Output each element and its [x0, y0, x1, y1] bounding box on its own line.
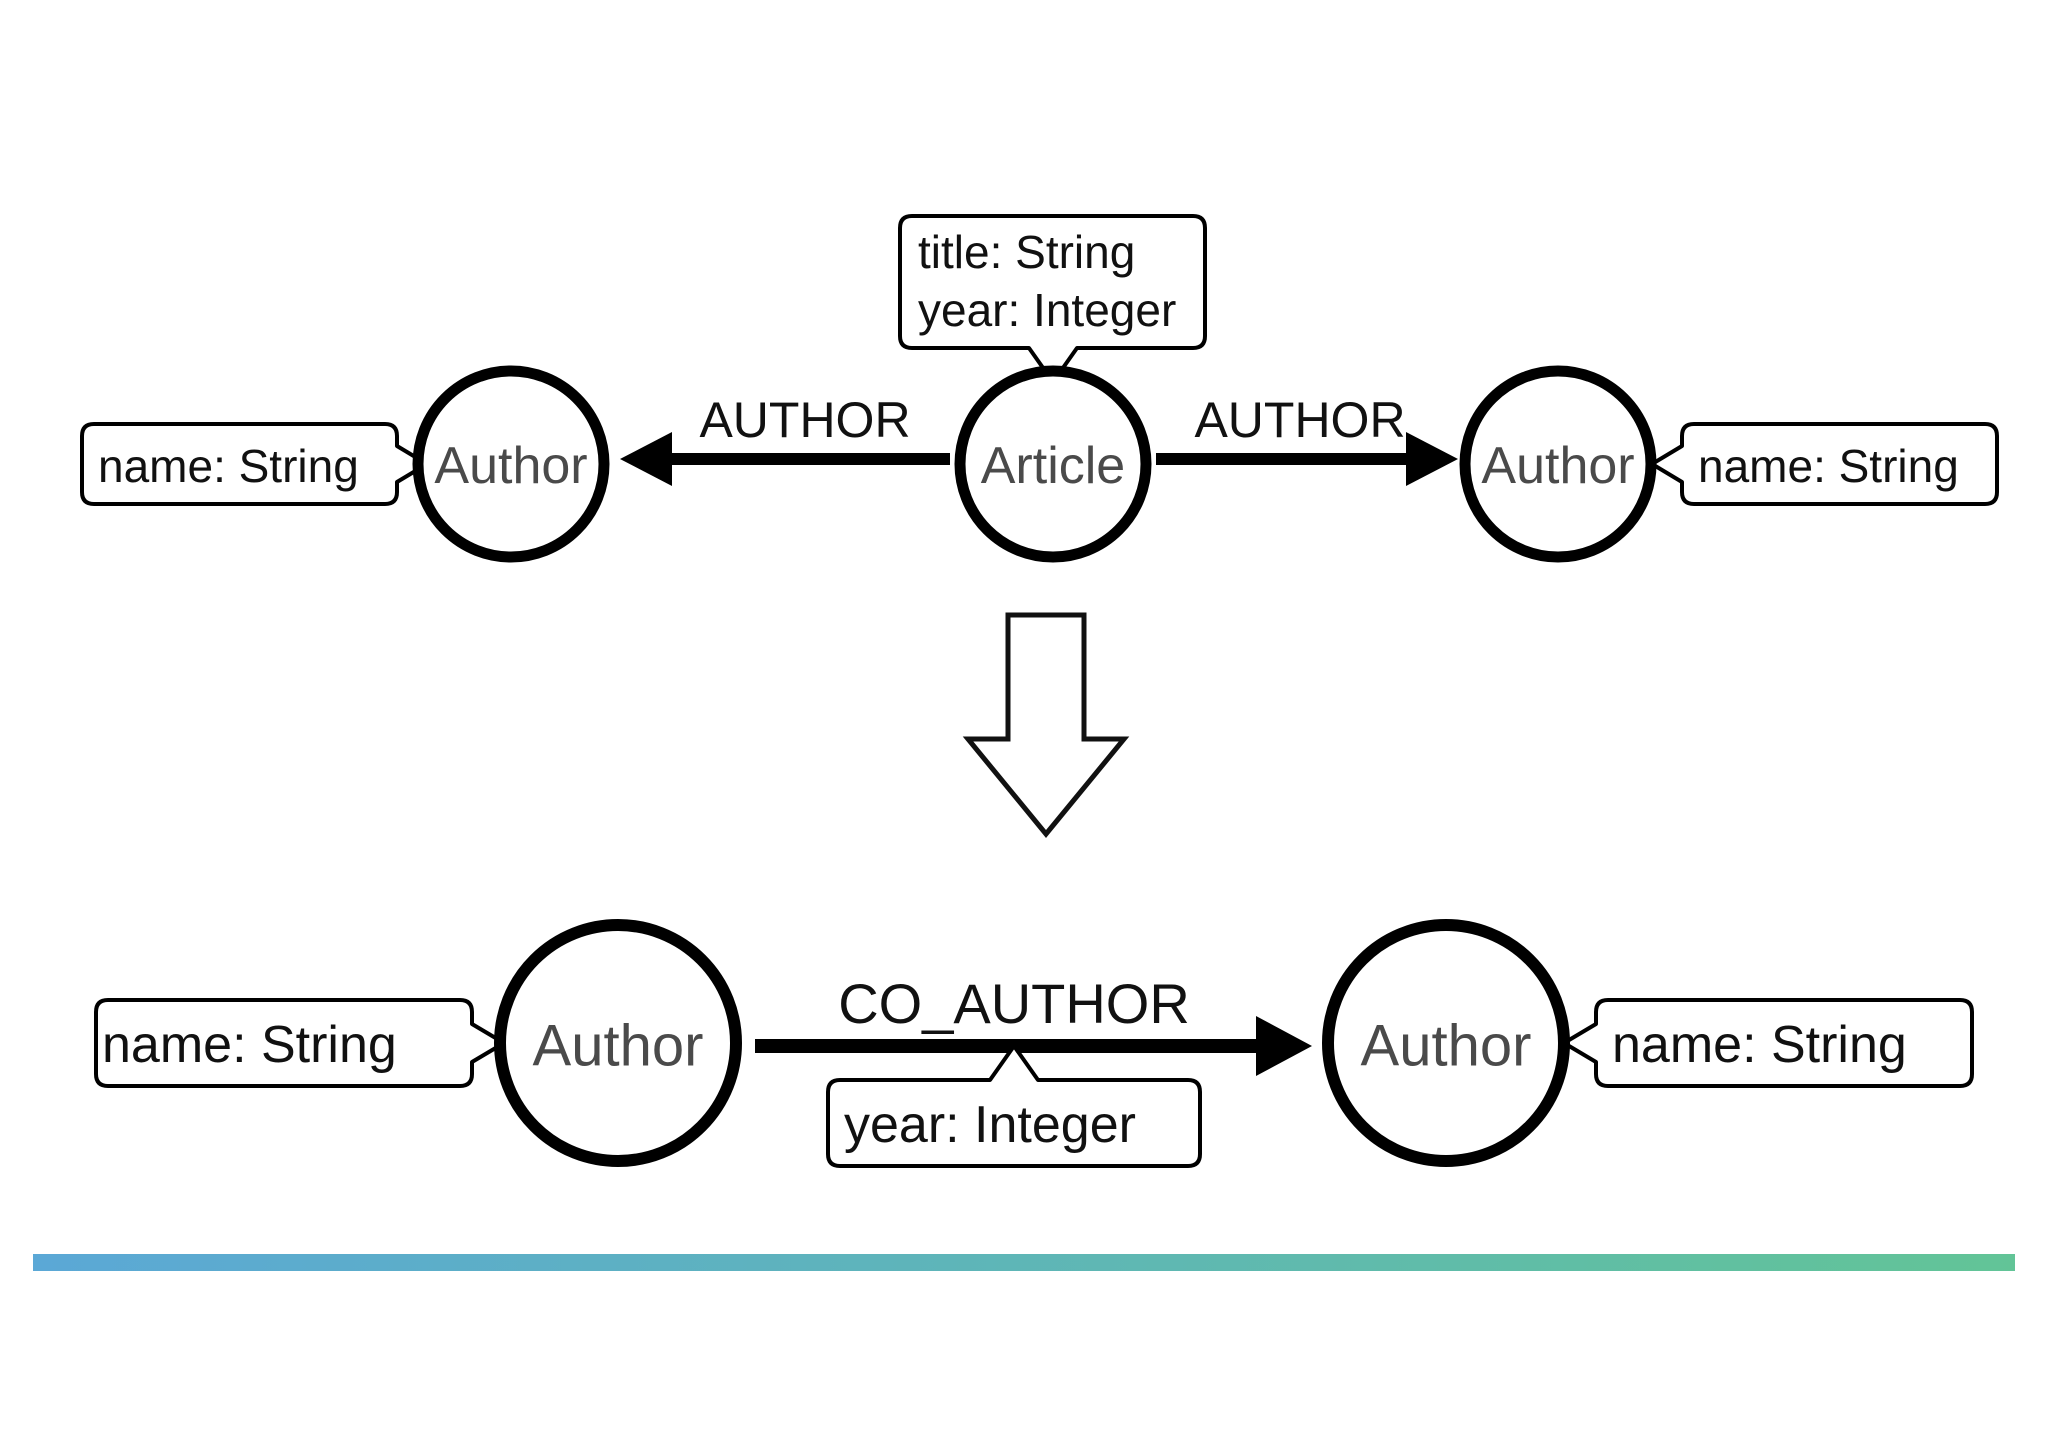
node-bottom-author-right-circle[interactable]: [1322, 919, 1570, 1167]
node-bottom-author-left[interactable]: Author: [494, 919, 742, 1167]
edge-co-author-label: CO_AUTHOR: [838, 972, 1190, 1035]
property-box-top-author-left-line-1: name: String: [98, 440, 359, 492]
node-bottom-author-left-circle[interactable]: [494, 919, 742, 1167]
property-box-top-author-right: name: String: [1650, 422, 1999, 506]
property-box-article-line-1: title: String: [918, 226, 1135, 278]
edge-author-left-arrowhead: [620, 432, 672, 486]
property-box-co-author-shape: [826, 1044, 1202, 1168]
property-box-bottom-author-left-line-1: name: String: [102, 1016, 397, 1074]
node-top-article-circle[interactable]: [954, 365, 1152, 563]
property-box-top-author-right-shape: [1650, 422, 1999, 506]
footer-accent-bar: [33, 1254, 2015, 1271]
property-box-top-author-left: name: String: [80, 422, 429, 506]
edge-author-right-label: AUTHOR: [1194, 392, 1405, 448]
transform-down-arrow-icon: [962, 612, 1130, 838]
property-box-bottom-author-right-shape: [1562, 998, 1974, 1088]
node-bottom-author-right-label: Author: [1361, 1014, 1532, 1079]
property-box-bottom-author-right-line-1: name: String: [1612, 1016, 1907, 1074]
property-box-co-author-line-1: year: Integer: [844, 1096, 1136, 1154]
node-top-article[interactable]: Article: [954, 365, 1152, 563]
top-model-group: title: String year: Integer AUTHOR AUTHO…: [80, 214, 1999, 563]
property-box-article-line-2: year: Integer: [918, 284, 1176, 336]
property-box-top-author-left-shape: [80, 422, 429, 506]
node-top-author-left-circle[interactable]: [412, 365, 610, 563]
property-box-top-author-right-line-1: name: String: [1698, 440, 1959, 492]
property-box-bottom-author-left: name: String: [94, 998, 506, 1088]
property-box-bottom-author-right: name: String: [1562, 998, 1974, 1088]
bottom-model-group: CO_AUTHOR year: Integer name: String nam…: [94, 919, 1974, 1168]
node-top-author-left[interactable]: Author: [412, 365, 610, 563]
node-bottom-author-left-label: Author: [533, 1014, 704, 1079]
node-top-article-label: Article: [981, 437, 1125, 495]
node-top-author-right-label: Author: [1481, 437, 1634, 495]
node-bottom-author-right[interactable]: Author: [1322, 919, 1570, 1167]
property-box-bottom-author-left-shape: [94, 998, 506, 1088]
node-top-author-left-label: Author: [434, 437, 587, 495]
edge-author-left-group: AUTHOR: [620, 392, 950, 486]
edge-co-author-arrowhead: [1256, 1016, 1312, 1076]
property-box-article-shape: [898, 214, 1207, 384]
node-top-author-right-circle[interactable]: [1459, 365, 1657, 563]
edge-co-author-group: CO_AUTHOR: [755, 972, 1312, 1076]
edge-author-left-label: AUTHOR: [699, 392, 910, 448]
property-box-co-author: year: Integer: [826, 1044, 1202, 1168]
edge-author-right-group: AUTHOR: [1156, 392, 1458, 486]
edge-author-right-arrowhead: [1406, 432, 1458, 486]
node-top-author-right[interactable]: Author: [1459, 365, 1657, 563]
property-box-article: title: String year: Integer: [898, 214, 1207, 384]
